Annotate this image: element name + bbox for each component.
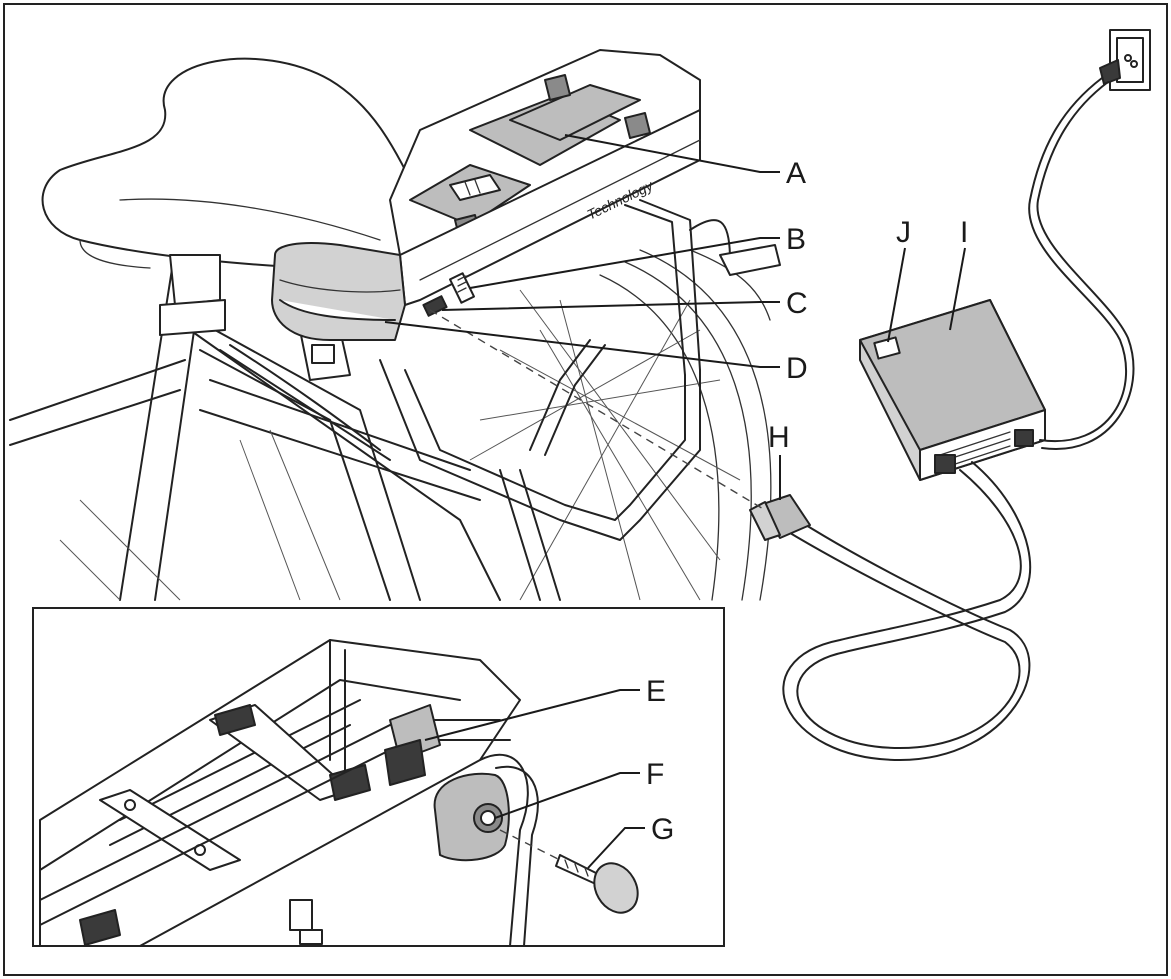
label-H: H (768, 421, 790, 454)
leader-C (441, 301, 780, 311)
leader-J (887, 247, 906, 343)
leader-E (424, 689, 640, 741)
leader-D (384, 321, 780, 368)
leader-F (494, 772, 640, 819)
charging-cable (749, 461, 1032, 761)
charger (859, 299, 1046, 481)
label-A: A (786, 157, 806, 190)
leader-A (564, 134, 780, 173)
label-D: D (786, 352, 808, 385)
battery-pack: Technology (271, 49, 701, 341)
power-cord (1028, 29, 1151, 451)
label-J: J (896, 216, 911, 249)
leader-I (949, 247, 966, 331)
label-F: F (646, 758, 664, 791)
alignment-line (429, 309, 766, 511)
callout-labels: A B C D E F G H I J (646, 157, 968, 846)
label-B: B (786, 223, 806, 256)
saddle (41, 57, 437, 336)
leader-B (469, 237, 780, 289)
label-C: C (786, 287, 808, 320)
label-E: E (646, 675, 666, 708)
leader-G (587, 827, 645, 869)
label-I: I (960, 216, 968, 249)
label-G: G (651, 813, 674, 846)
leader-lines (384, 134, 966, 869)
outer-frame (3, 3, 1168, 976)
inset-panel (32, 607, 725, 947)
